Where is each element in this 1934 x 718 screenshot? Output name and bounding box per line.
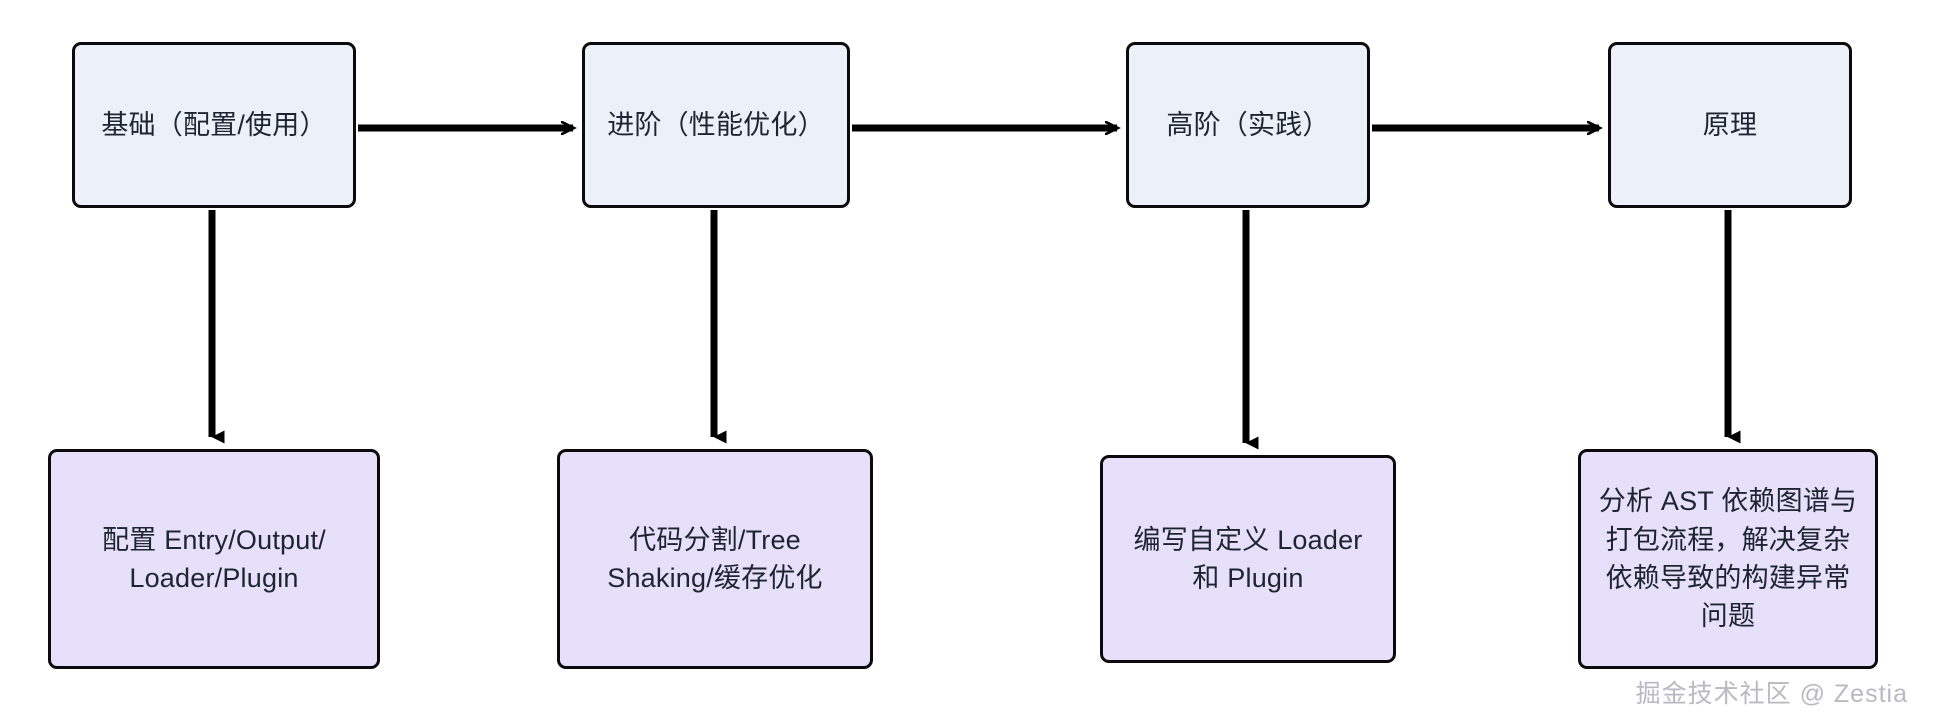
node-detail-custom-loader-plugin[interactable]: 编写自定义 Loader 和 Plugin bbox=[1100, 455, 1396, 663]
node-stage-principles[interactable]: 原理 bbox=[1608, 42, 1852, 208]
node-stage-advanced[interactable]: 高阶（实践） bbox=[1126, 42, 1370, 208]
node-detail-optimization[interactable]: 代码分割/Tree Shaking/缓存优化 bbox=[557, 449, 873, 669]
watermark-text: 掘金技术社区 @ Zestia bbox=[1635, 680, 1908, 708]
node-stage-basics[interactable]: 基础（配置/使用） bbox=[72, 42, 356, 208]
node-detail-config[interactable]: 配置 Entry/Output/ Loader/Plugin bbox=[48, 449, 380, 669]
node-detail-ast-analysis[interactable]: 分析 AST 依赖图谱与 打包流程，解决复杂 依赖导致的构建异常 问题 bbox=[1578, 449, 1878, 669]
node-stage-intermediate[interactable]: 进阶（性能优化） bbox=[582, 42, 850, 208]
